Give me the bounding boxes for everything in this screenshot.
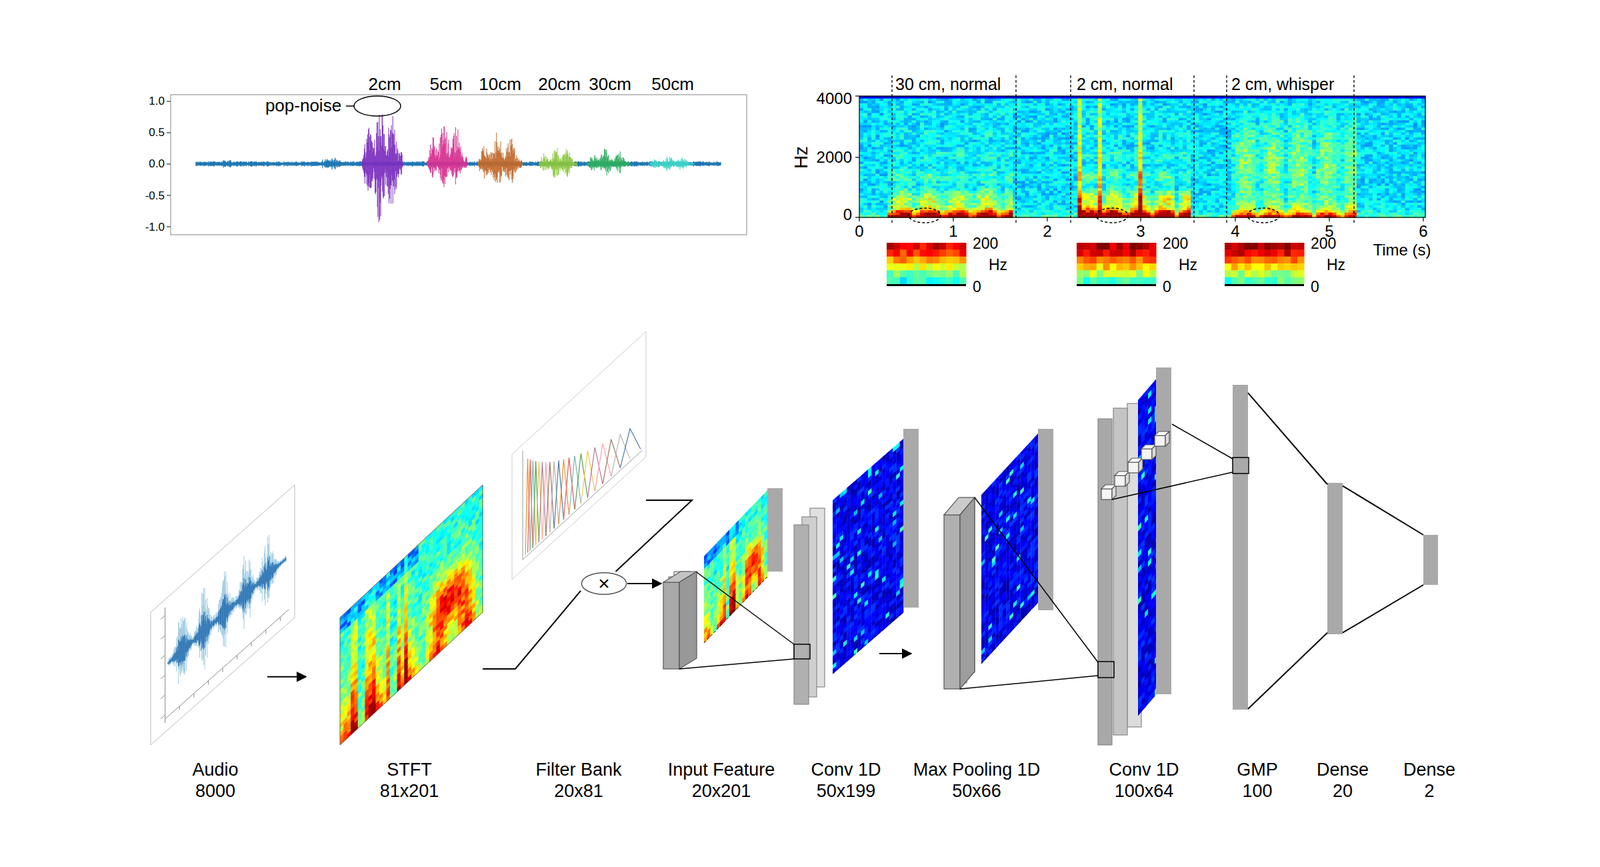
figure: Audio8000STFT81x201Filter Bank20x81×Inpu… (0, 0, 1600, 867)
